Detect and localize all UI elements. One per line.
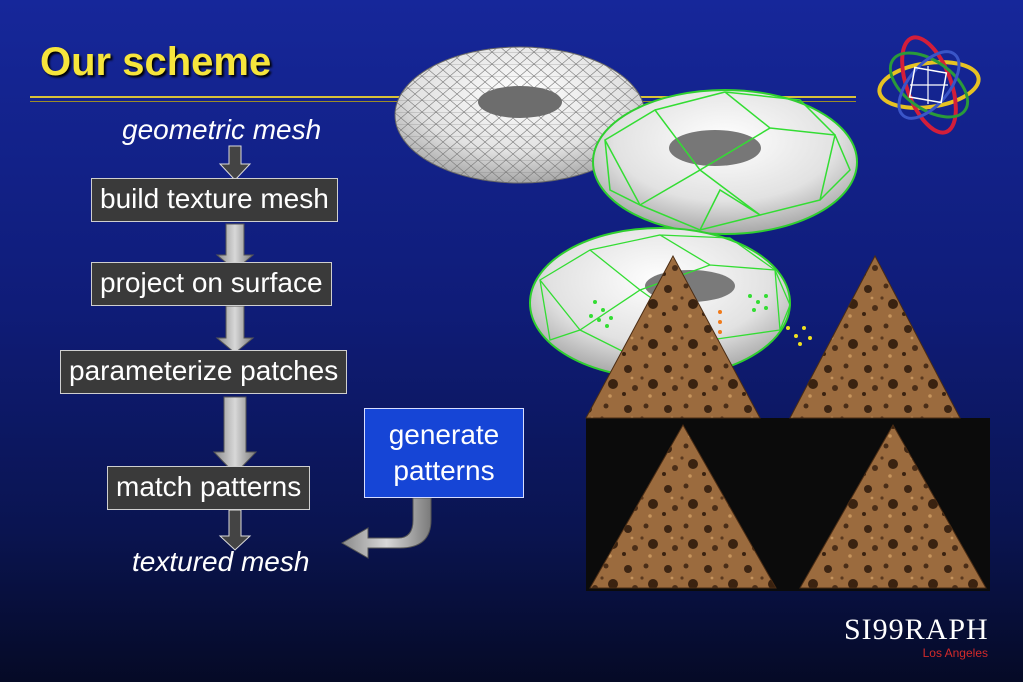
input-label: geometric mesh bbox=[122, 114, 322, 145]
generate-line-1: generate bbox=[388, 419, 500, 450]
step-generate-patterns: generate patterns bbox=[364, 408, 524, 498]
torus-mesh-image bbox=[394, 46, 990, 591]
brand-city: Los Angeles bbox=[922, 646, 988, 660]
step-build-texture-mesh: build texture mesh bbox=[91, 178, 338, 222]
step-match-patterns: match patterns bbox=[107, 466, 311, 510]
texture-triangle-image bbox=[585, 254, 990, 591]
torus-green-coarse bbox=[592, 89, 858, 235]
brand-wordmark: SI99RAPH bbox=[844, 613, 989, 646]
torus-grey bbox=[394, 46, 646, 184]
arrow-down-3 bbox=[215, 305, 255, 354]
arrow-down-5 bbox=[218, 509, 252, 551]
generate-line-2: patterns bbox=[393, 455, 495, 486]
flow-arrows bbox=[212, 145, 432, 559]
arrow-down-4 bbox=[212, 396, 258, 475]
step-parameterize-patches: parameterize patches bbox=[60, 350, 348, 394]
footer-brand: SI99RAPH Los Angeles bbox=[844, 613, 989, 661]
arrow-down-1 bbox=[218, 145, 252, 181]
output-label: textured mesh bbox=[132, 546, 310, 577]
slide-title: Our scheme bbox=[40, 40, 272, 84]
step-project-on-surface: project on surface bbox=[91, 262, 332, 306]
arrow-curved-generate bbox=[340, 497, 432, 559]
siggraph-rings-logo bbox=[877, 35, 981, 135]
